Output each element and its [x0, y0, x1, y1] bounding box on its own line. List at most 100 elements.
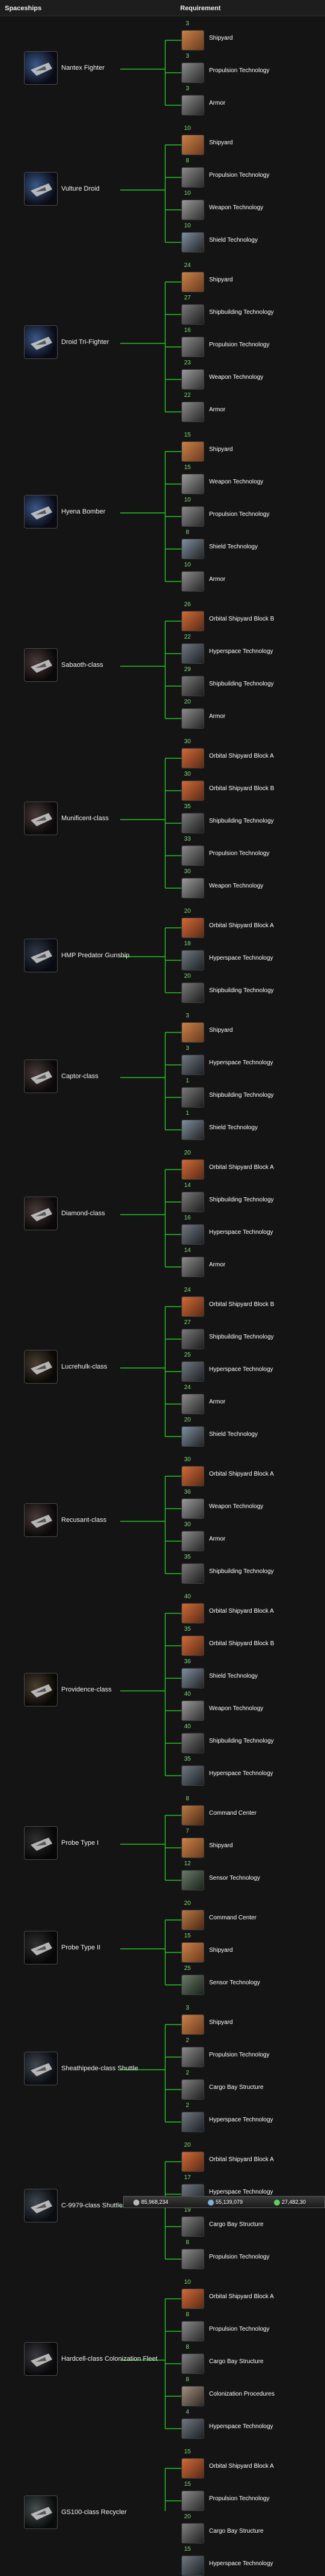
- weapon-icon[interactable]: [181, 474, 204, 494]
- orbital-shipyard-icon[interactable]: [181, 1466, 204, 1486]
- propulsion-icon[interactable]: [181, 337, 204, 357]
- weapon-icon[interactable]: [181, 200, 204, 220]
- probe-icon[interactable]: [24, 1826, 58, 1860]
- cargo-bay-icon[interactable]: [181, 2354, 204, 2374]
- orbital-shipyard-icon[interactable]: [181, 1296, 204, 1317]
- ship-item[interactable]: Nantex Fighter: [18, 50, 174, 88]
- command-center-icon[interactable]: [181, 1805, 204, 1826]
- propulsion-icon[interactable]: [181, 2321, 204, 2341]
- ship-item[interactable]: Vulture Droid: [18, 171, 174, 209]
- ship-item[interactable]: Probe Type II: [18, 1930, 174, 1968]
- propulsion-icon[interactable]: [181, 63, 204, 83]
- orbital-shipyard-icon[interactable]: [181, 1603, 204, 1624]
- shield-icon[interactable]: [181, 539, 204, 559]
- colony-ship-icon[interactable]: [24, 2342, 58, 2376]
- armor-icon[interactable]: [181, 402, 204, 422]
- ship-item[interactable]: Probe Type I: [18, 1825, 174, 1863]
- shipyard-icon[interactable]: [181, 30, 204, 51]
- battleship-icon[interactable]: [24, 1673, 58, 1707]
- hyperspace-icon[interactable]: [181, 1765, 204, 1786]
- hyperspace-icon[interactable]: [181, 1224, 204, 1245]
- armor-icon[interactable]: [181, 1531, 204, 1551]
- recycler-icon[interactable]: [24, 2495, 58, 2529]
- ship-item[interactable]: Sheathipede-class Shuttle: [18, 2050, 174, 2089]
- shipbuilding-icon[interactable]: [181, 1329, 204, 1349]
- colonization-icon[interactable]: [181, 2386, 204, 2406]
- shipbuilding-icon[interactable]: [181, 1087, 204, 1108]
- shipyard-icon[interactable]: [181, 441, 204, 462]
- orbital-shipyard-icon[interactable]: [181, 780, 204, 801]
- ship-item[interactable]: Sabaoth-class: [18, 647, 174, 685]
- shield-icon[interactable]: [181, 1120, 204, 1140]
- ship-item[interactable]: Diamond-class: [18, 1195, 174, 1234]
- orbital-shipyard-icon[interactable]: [181, 2289, 204, 2309]
- orbital-shipyard-icon[interactable]: [181, 918, 204, 938]
- shipbuilding-icon[interactable]: [181, 304, 204, 325]
- sensor-icon[interactable]: [181, 1870, 204, 1891]
- ship-item[interactable]: HMP Predator Gunship: [18, 937, 174, 976]
- cruiser-icon[interactable]: [24, 802, 58, 835]
- starfighter-icon[interactable]: [24, 495, 58, 529]
- orbital-shipyard-icon[interactable]: [181, 2458, 204, 2479]
- shipbuilding-icon[interactable]: [181, 983, 204, 1003]
- starfighter-icon[interactable]: [24, 51, 58, 85]
- shipyard-icon[interactable]: [181, 1022, 204, 1043]
- weapon-icon[interactable]: [181, 369, 204, 390]
- ship-item[interactable]: Recusant-class: [18, 1502, 174, 1541]
- cargo-bay-icon[interactable]: [181, 2216, 204, 2237]
- weapon-icon[interactable]: [181, 1700, 204, 1721]
- probe-icon[interactable]: [24, 1931, 58, 1964]
- ship-item[interactable]: Droid Tri-Fighter: [18, 324, 174, 363]
- shuttle-icon[interactable]: [24, 2052, 58, 2085]
- propulsion-icon[interactable]: [181, 2047, 204, 2067]
- starfighter-icon[interactable]: [24, 172, 58, 206]
- armor-icon[interactable]: [181, 95, 204, 115]
- gunship-icon[interactable]: [24, 939, 58, 972]
- orbital-shipyard-icon[interactable]: [181, 2151, 204, 2172]
